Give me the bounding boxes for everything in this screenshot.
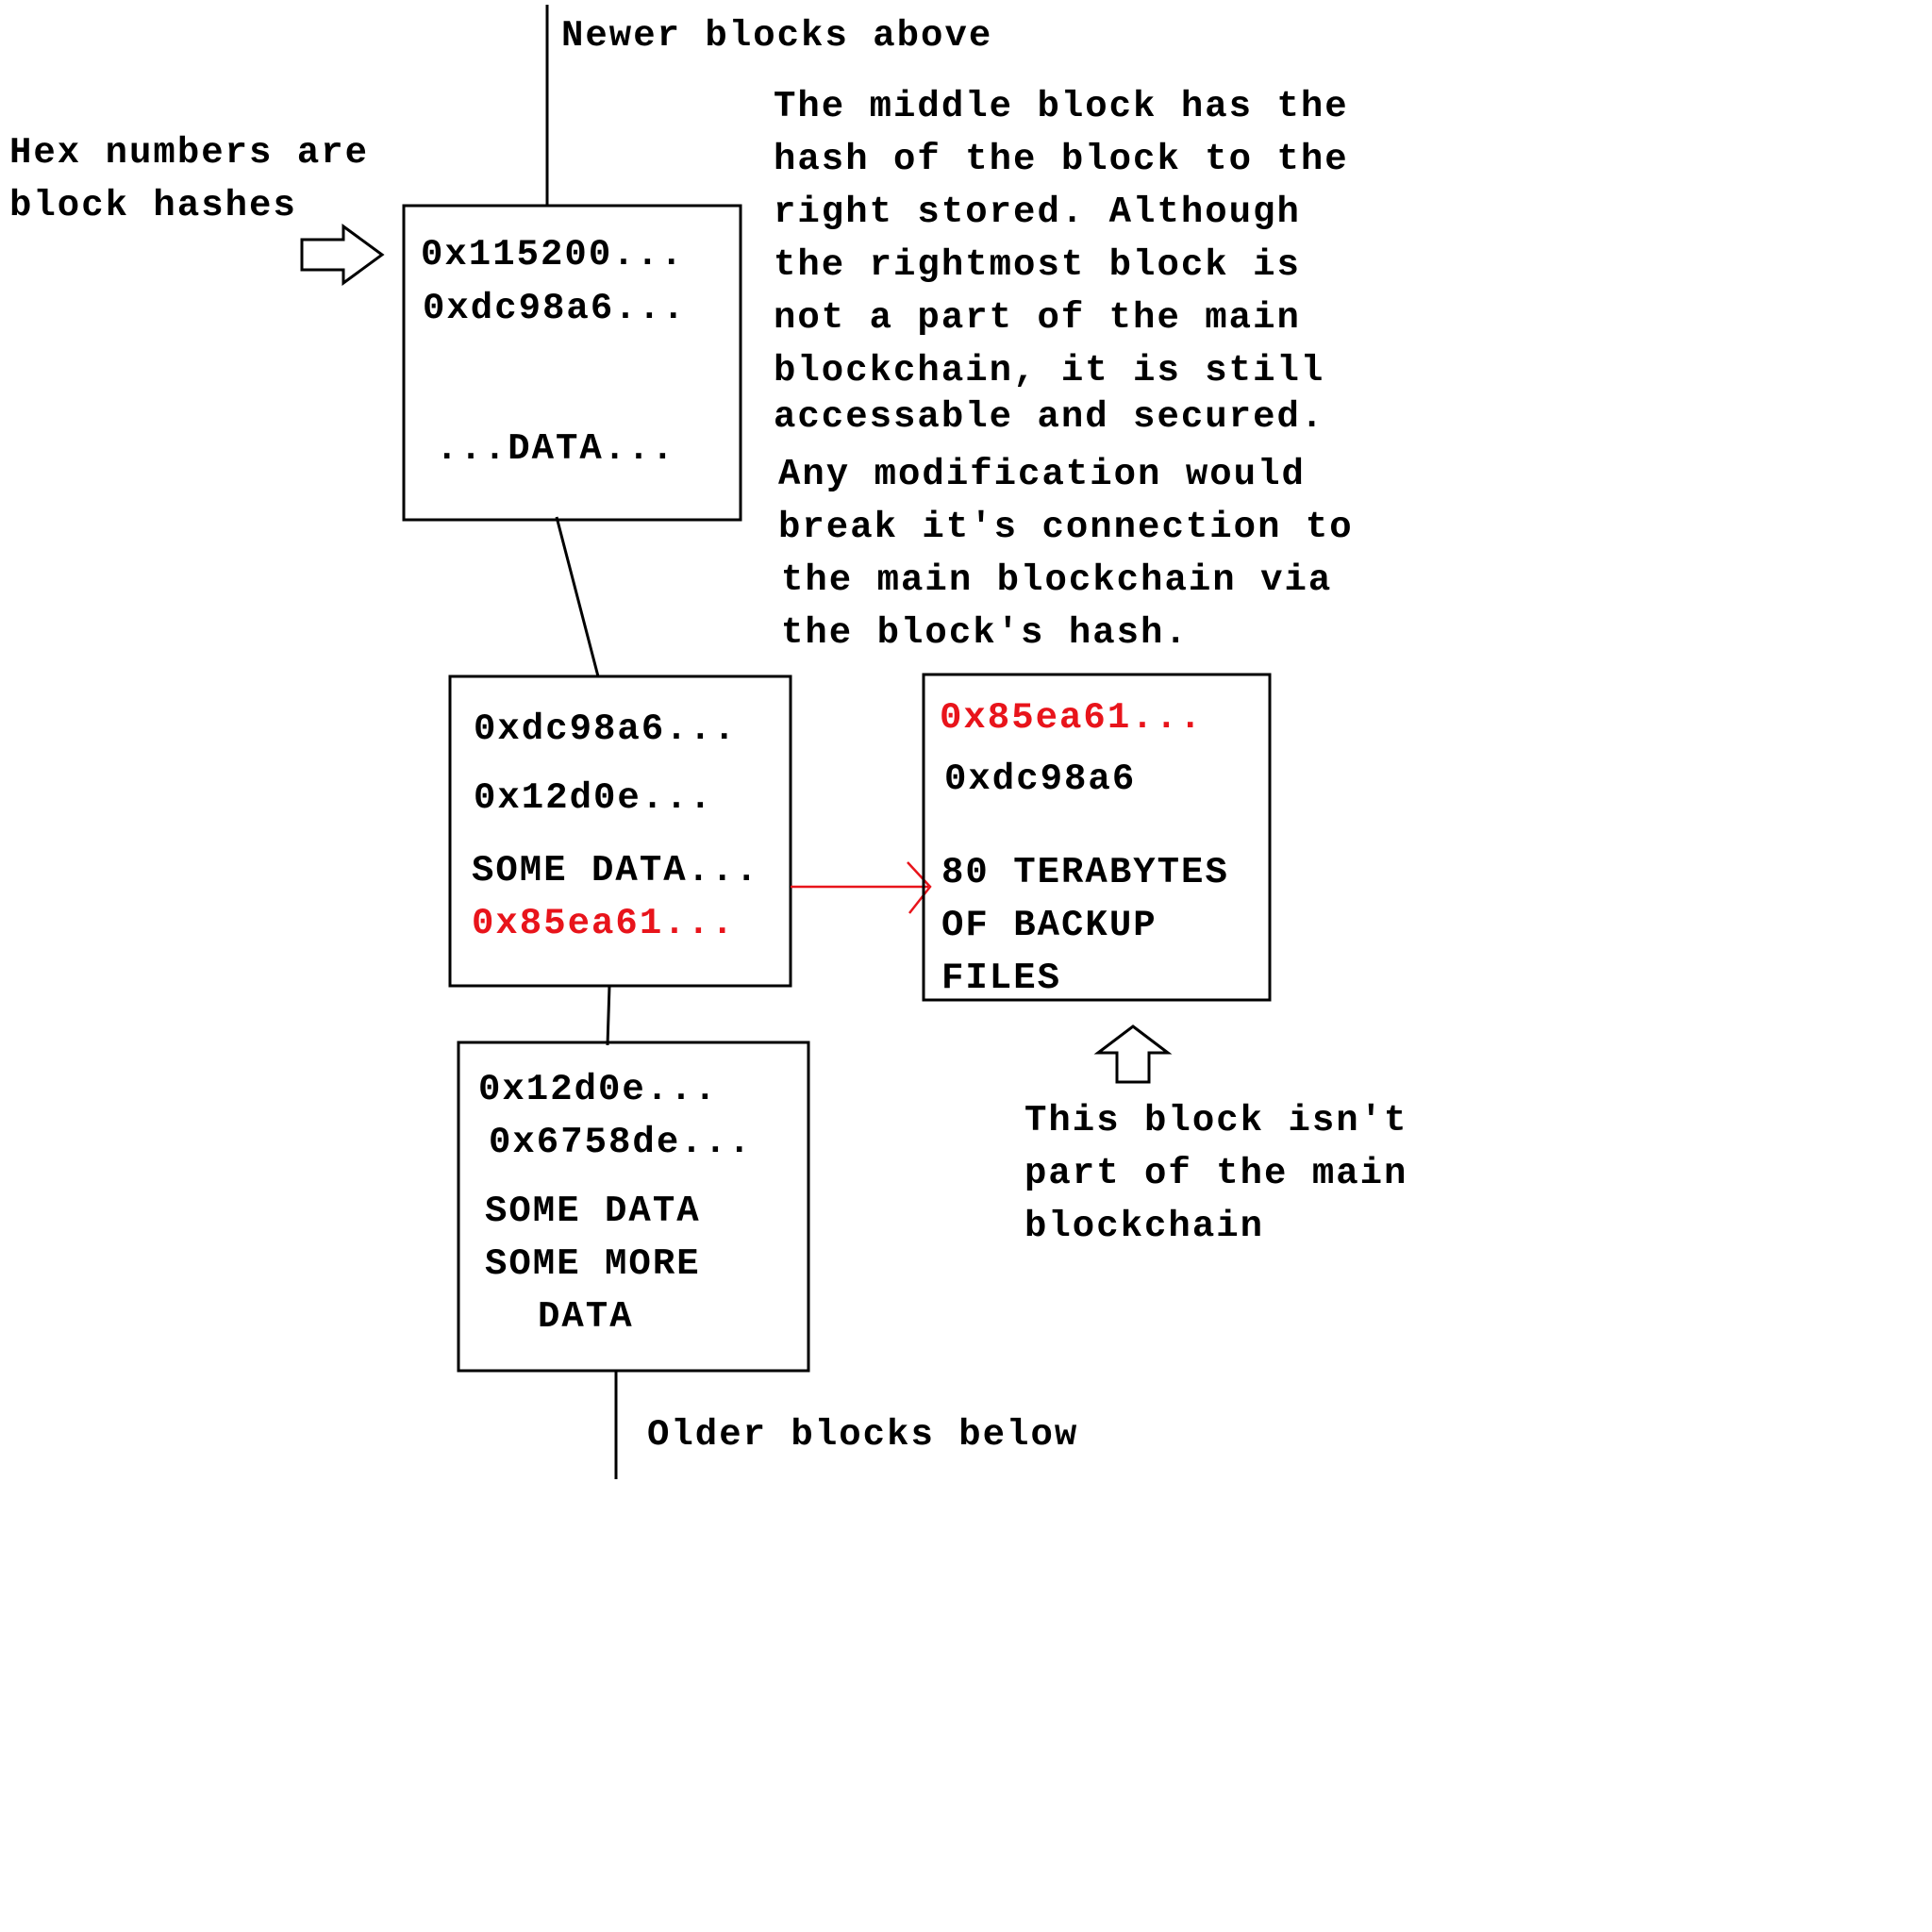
block-data-line: FILES — [941, 958, 1061, 999]
reference-arrow-icon — [791, 861, 932, 914]
explanation-line: right stored. Although — [774, 192, 1301, 233]
explanation-line: The middle block has the — [774, 86, 1349, 127]
right-arrow-icon — [300, 224, 385, 286]
explanation-line: not a part of the main — [774, 297, 1301, 339]
block-prev-hash: 0xdc98a6... — [423, 288, 686, 329]
explanation-text: The middle block has the hash of the blo… — [774, 86, 1354, 654]
bottom-block-border — [457, 1041, 810, 1373]
middle-block-border — [448, 675, 792, 988]
block-data: SOME DATA... — [472, 850, 759, 891]
explanation-line: the main blockchain via — [781, 559, 1332, 601]
block-data-line: SOME DATA — [485, 1191, 701, 1232]
chain-line-top-middle — [555, 516, 600, 677]
top-block-border — [402, 204, 742, 522]
block-prev-hash: 0x6758de... — [489, 1122, 752, 1163]
explanation-line: Any modification would — [778, 454, 1306, 495]
explanation-line: accessable and secured. — [774, 396, 1324, 438]
up-arrow-icon — [1093, 1024, 1173, 1084]
explanation-line: the block's hash. — [781, 612, 1189, 654]
middle-block: 0xdc98a6... 0x12d0e... SOME DATA... 0x85… — [448, 675, 792, 988]
explanation-line: break it's connection to — [778, 507, 1354, 548]
side-note-line: This block isn't — [1024, 1100, 1407, 1141]
block-data-line: SOME MORE — [485, 1243, 701, 1285]
side-note-line: part of the main — [1024, 1153, 1407, 1194]
explanation-line: the rightmost block is — [774, 244, 1301, 286]
explanation-line: hash of the block to the — [774, 139, 1349, 180]
hex-note-line: Hex numbers are — [9, 132, 369, 174]
block-hash: 0xdc98a6... — [474, 708, 737, 750]
side-block-hash-reference: 0x85ea61... — [472, 903, 735, 944]
side-note-line: blockchain — [1024, 1206, 1264, 1247]
block-hash: 0x85ea61... — [940, 697, 1203, 739]
hex-note-line: block hashes — [9, 185, 297, 226]
side-block-border — [922, 673, 1272, 1002]
newer-blocks-label: Newer blocks above — [561, 15, 992, 57]
blockchain-diagram: Newer blocks above Older blocks below He… — [9, 5, 1407, 1479]
block-hash: 0x12d0e... — [478, 1069, 718, 1110]
block-hash: 0x115200... — [421, 234, 684, 275]
block-prev-hash: 0x12d0e... — [474, 777, 713, 819]
chain-line-middle-bottom — [606, 985, 611, 1046]
block-data-line: 80 TERABYTES — [941, 852, 1229, 893]
block-prev-hash: 0xdc98a6 — [944, 758, 1136, 800]
block-data: ...DATA... — [436, 428, 675, 470]
bottom-block: 0x12d0e... 0x6758de... SOME DATA SOME MO… — [457, 1041, 810, 1373]
block-data-line: OF BACKUP — [941, 905, 1158, 946]
explanation-line: blockchain, it is still — [774, 350, 1324, 391]
side-block: 0x85ea61... 0xdc98a6 80 TERABYTES OF BAC… — [922, 673, 1272, 1002]
top-block: 0x115200... 0xdc98a6... ...DATA... — [402, 204, 742, 522]
older-blocks-label: Older blocks below — [647, 1414, 1078, 1456]
block-data-line: DATA — [538, 1296, 634, 1338]
